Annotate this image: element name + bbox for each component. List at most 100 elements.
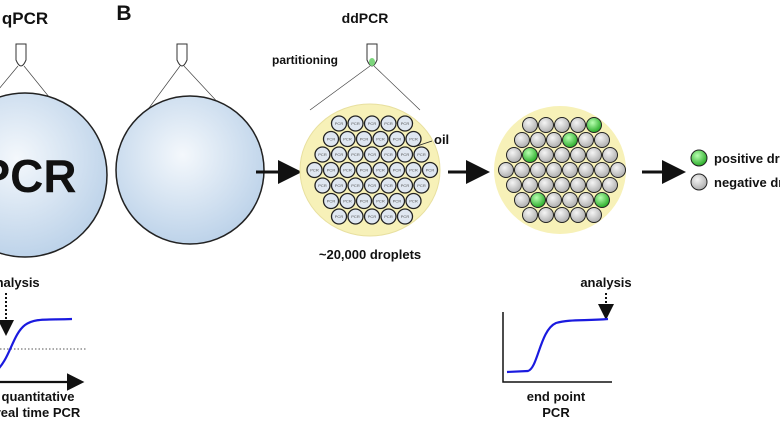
- negative-legend-icon: [690, 173, 708, 191]
- droplet: [396, 177, 414, 194]
- droplet: [355, 161, 373, 179]
- negative-droplet: [554, 177, 570, 193]
- droplet-label: PCR: [368, 214, 377, 219]
- negative-droplet: [610, 162, 626, 178]
- negative-droplet: [554, 117, 570, 133]
- droplet-label: PCR: [417, 152, 426, 157]
- droplet-label: PCR: [409, 199, 418, 204]
- droplet: [355, 192, 373, 210]
- droplet: [380, 208, 397, 225]
- negative-droplet: [538, 147, 554, 163]
- caption-line1: end point: [527, 389, 586, 404]
- droplet-label: PCR: [409, 168, 418, 173]
- droplet-label: PCR: [368, 152, 377, 157]
- negative-droplet: [594, 162, 610, 178]
- droplet: [355, 130, 373, 148]
- droplet-label: PCR: [335, 214, 344, 219]
- droplet-label: PCR: [401, 183, 410, 188]
- negative-droplet: [578, 192, 594, 208]
- oil-pointer: [413, 140, 433, 148]
- droplet: [314, 177, 331, 194]
- positive-droplet: [594, 192, 610, 208]
- droplet-label: PCR: [343, 137, 352, 142]
- droplet-label: PCR: [351, 121, 360, 126]
- droplet-label: PCR: [384, 183, 393, 188]
- droplet: [347, 146, 364, 163]
- droplet: [388, 192, 406, 210]
- droplet: [330, 146, 348, 163]
- negative-droplet: [506, 147, 522, 163]
- droplet-label: PCR: [376, 168, 385, 173]
- negative-droplet: [514, 132, 530, 148]
- droplet: [380, 146, 397, 163]
- negative-droplet: [530, 132, 546, 148]
- droplet: [405, 130, 422, 148]
- droplet: [405, 192, 422, 210]
- droplet-label: PCR: [393, 199, 402, 204]
- droplets-count-label: ~20,000 droplets: [319, 247, 421, 262]
- droplet-dot: [369, 58, 375, 66]
- droplet-label: PCR: [384, 214, 393, 219]
- droplet: [396, 208, 414, 225]
- droplet: [322, 192, 340, 210]
- negative-droplet: [570, 207, 586, 223]
- negative-droplet: [538, 117, 554, 133]
- negative-droplet: [546, 132, 562, 148]
- droplet: [322, 130, 340, 148]
- droplet-label: PCR: [327, 168, 336, 173]
- droplet-label: PCR: [335, 152, 344, 157]
- negative-droplet: [506, 177, 522, 193]
- negative-droplet: [530, 162, 546, 178]
- negative-droplet: [602, 147, 618, 163]
- droplet-label: PCR: [401, 214, 410, 219]
- droplet-label: PCR: [393, 168, 402, 173]
- droplet-label: PCR: [343, 168, 352, 173]
- droplet: [347, 208, 364, 225]
- droplet-label: PCR: [393, 137, 402, 142]
- droplet-label: PCR: [360, 199, 369, 204]
- result-droplets: [498, 117, 626, 223]
- droplet-label: PCR: [360, 168, 369, 173]
- panel-b-label: B: [116, 2, 131, 25]
- droplet: [363, 177, 381, 194]
- analysis-label: analysis: [580, 275, 631, 290]
- negative-droplet: [586, 147, 602, 163]
- droplet-label: PCR: [368, 183, 377, 188]
- zoom-lines: [309, 65, 421, 111]
- droplet: [413, 146, 430, 163]
- droplet-label: PCR: [384, 121, 393, 126]
- droplet-label: PCR: [401, 152, 410, 157]
- droplet: [413, 177, 430, 194]
- droplet: [363, 146, 381, 163]
- droplet: [347, 177, 364, 194]
- droplet-label: PCR: [343, 199, 352, 204]
- sample-circle: [115, 95, 265, 245]
- negative-droplet: [538, 207, 554, 223]
- droplet-label: PCR: [360, 137, 369, 142]
- negative-droplet: [514, 192, 530, 208]
- negative-droplet: [594, 132, 610, 148]
- droplet: [347, 115, 364, 132]
- droplet: [330, 177, 348, 194]
- droplet-label: PCR: [409, 137, 418, 142]
- droplet-label: PCR: [351, 214, 360, 219]
- droplet-label: PCR: [351, 183, 360, 188]
- droplet-label: PCR: [327, 199, 336, 204]
- tube-icon: [15, 43, 27, 67]
- droplet: [388, 161, 406, 179]
- negative-droplet: [562, 162, 578, 178]
- droplet: [405, 161, 422, 179]
- droplet: [380, 177, 397, 194]
- positive-legend-icon: [690, 149, 708, 167]
- droplet-label: PCR: [401, 121, 410, 126]
- negative-droplet: [570, 147, 586, 163]
- caption-line1: quantitative: [2, 389, 75, 404]
- negative-droplet: [602, 177, 618, 193]
- droplet-label: PCR: [384, 152, 393, 157]
- positive-droplet: [562, 132, 578, 148]
- negative-droplet: [546, 192, 562, 208]
- negative-droplet: [586, 207, 602, 223]
- droplet: [339, 192, 356, 210]
- droplet: [380, 115, 397, 132]
